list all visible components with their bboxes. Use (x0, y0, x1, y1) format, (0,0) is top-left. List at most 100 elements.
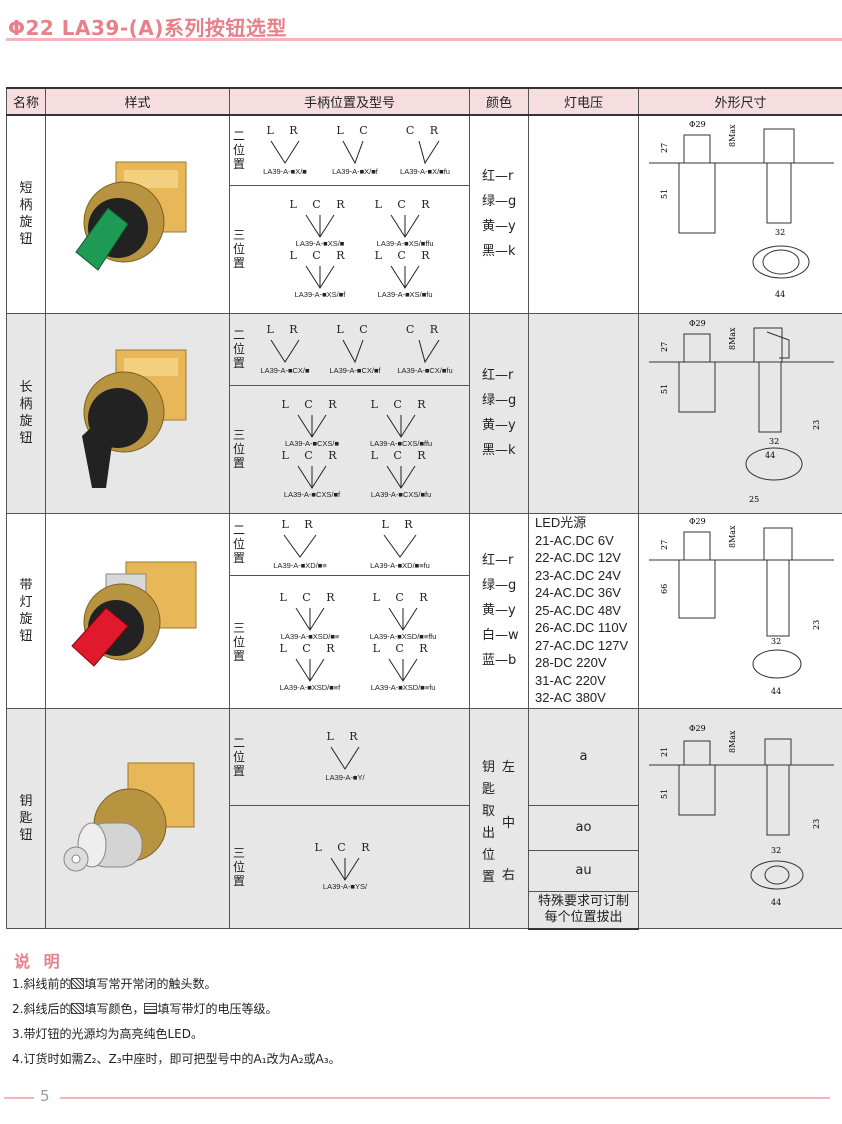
three-position-label: 三位置 (233, 228, 246, 270)
color-option: 红—r (482, 368, 514, 383)
table-header-row: 名称 样式 手柄位置及型号 颜色 灯电压 外形尺寸 (6, 87, 842, 116)
svg-text:23: 23 (812, 419, 821, 429)
key-code: au (529, 851, 638, 892)
model-number: LA39-A-■CX/■ (260, 365, 310, 375)
voltage-option: 26-AC.DC 110V (535, 620, 628, 636)
model-number: LA39-A-■CXS/■ (284, 439, 340, 449)
key-switch-photo (63, 762, 195, 872)
model-number: LA39-A-■CXS/■ffu (369, 439, 433, 449)
voltage-option: 25-AC.DC 48V (535, 602, 621, 618)
three-position-label: 三位置 (233, 620, 246, 663)
svg-text:32: 32 (769, 437, 779, 446)
svg-text:27: 27 (660, 341, 669, 351)
three-position-label: 三位置 (233, 845, 246, 888)
svg-text:32: 32 (771, 637, 781, 646)
voltage-cell: LED光源 21-AC.DC 6V 22-AC.DC 12V 23-AC.DC … (528, 512, 639, 709)
key-position-right: 右 (502, 868, 516, 884)
table-row: au 特殊要求可订制每个位置拔出 (7, 849, 842, 930)
model-number: LA39-A-■XSD/■≡fu (370, 682, 436, 692)
svg-text:44: 44 (765, 451, 775, 460)
three-position-label: 三位置 (233, 428, 246, 471)
voltage-option: 31-AC 220V (535, 672, 606, 688)
voltage-option: 28-DC 220V (535, 655, 607, 671)
lines-box-icon (144, 1003, 158, 1014)
row-name: 带灯旋钮 (19, 577, 33, 644)
two-position-label: 二位置 (233, 735, 246, 778)
page-title: Φ22 LA39-(A)系列按钮选型 (8, 16, 287, 40)
svg-text:32: 32 (771, 846, 781, 855)
two-position-label: 二位置 (233, 129, 246, 172)
notes-title: 说 明 (14, 952, 64, 971)
row-name: 长柄旋钮 (19, 380, 33, 446)
page-number: 5 (40, 1087, 50, 1105)
model-number: LA39-A-■XD/■≡fu (370, 560, 430, 570)
footer-rule-left (4, 1097, 34, 1099)
svg-text:44: 44 (775, 290, 785, 299)
key-text: 匙 (482, 782, 496, 798)
key-position-center: 中 (502, 816, 516, 832)
key-code-cell: ao (528, 804, 639, 851)
key-text: 取 (482, 804, 496, 820)
svg-text:44: 44 (771, 687, 781, 696)
svg-text:51: 51 (660, 383, 669, 393)
dimension-drawing-cell: Φ29 8Max 27 51 32 44 (638, 114, 842, 314)
model-number: LA39-A-■Y/ (325, 773, 365, 782)
model-number: LA39-A-■X/■ (263, 166, 307, 176)
model-number: LA39-A-■XS/■f (294, 290, 346, 299)
voltage-option: 23-AC.DC 24V (535, 567, 621, 583)
model-number: LA39-A-■XSD/■≡f (279, 682, 341, 692)
title-divider (6, 38, 842, 41)
note-item: 4.订货时如需Z₂、Z₃中座时，即可把型号中的A₁改为A₂或A₃。 (12, 1052, 341, 1066)
voltage-option: 24-AC.DC 36V (535, 585, 621, 601)
hatch-box-icon (71, 1003, 85, 1014)
color-option: 蓝—b (482, 653, 517, 668)
key-position-left: 左 (502, 760, 516, 776)
model-number: LA39-A-■CX/■fu (397, 365, 453, 375)
product-photo-cell (45, 114, 230, 314)
footer-rule-right (60, 1097, 830, 1099)
handle-diagram: L R LA39-A-■X/■ (250, 124, 320, 177)
illuminated-knob-photo (71, 561, 197, 667)
model-number: LA39-A-■XS/■ (295, 239, 345, 248)
svg-text:8Max: 8Max (728, 730, 737, 753)
color-option: 白—w (482, 628, 519, 643)
svg-text:23: 23 (812, 619, 821, 629)
color-option: 黑—k (482, 443, 516, 458)
key-position-cell: 钥 匙 取 出 位 置 左 中 右 (469, 707, 529, 929)
row-name-cell: 短柄旋钮 (6, 114, 46, 314)
voltage-cell (528, 114, 639, 314)
selection-table: 名称 样式 手柄位置及型号 颜色 灯电压 外形尺寸 短柄旋钮 二位置 (6, 87, 842, 930)
col-header-position-model: 手柄位置及型号 (229, 87, 470, 116)
svg-text:66: 66 (660, 583, 669, 593)
color-option: 绿—g (482, 578, 517, 593)
two-position-cell: 二位置 L R LA39-A-■X/■ L C LA39-A-■X/■f C R… (229, 114, 470, 186)
svg-text:Φ29: Φ29 (689, 517, 706, 526)
voltage-option: 27-AC.DC 127V (535, 637, 629, 653)
voltage-option: 22-AC.DC 12V (535, 550, 621, 566)
col-header-color: 颜色 (469, 87, 529, 116)
color-option: 红—r (482, 169, 514, 185)
col-header-name: 名称 (6, 87, 46, 116)
dimension-drawing: Φ29 8Max 27 51 32 44 (649, 120, 834, 299)
color-option: 绿—g (482, 393, 517, 408)
col-header-voltage: 灯电压 (528, 87, 639, 116)
svg-text:25: 25 (749, 495, 759, 504)
key-text: 置 (482, 870, 496, 886)
short-knob-photo (75, 161, 187, 271)
color-cell: 红—r 绿—g 黄—y 黑—k (469, 114, 529, 314)
svg-text:23: 23 (812, 819, 821, 829)
svg-text:Φ29: Φ29 (689, 724, 706, 733)
voltage-option: 21-AC.DC 6V (535, 532, 614, 548)
color-option: 黄—y (482, 418, 516, 433)
model-number: LA39-A-■YS/ (322, 882, 368, 892)
key-text: 钥 (482, 760, 496, 776)
svg-text:51: 51 (660, 189, 669, 199)
model-number: LA39-A-■X/■fu (400, 166, 450, 176)
svg-text:8Max: 8Max (728, 524, 737, 547)
voltage-option: 32-AC 380V (535, 690, 606, 706)
model-number: LA39-A-■CXS/■fu (370, 490, 432, 500)
